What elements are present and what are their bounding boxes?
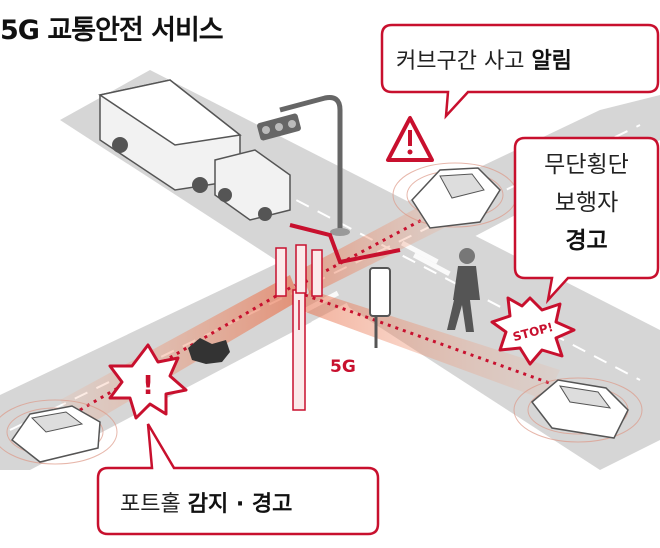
car-bottom-right [513, 377, 643, 443]
traffic-light [257, 95, 350, 236]
warning-burst-icon: ! [108, 343, 188, 420]
callout-jaywalk-line2: 보행자 [554, 190, 619, 216]
callout-jaywalk-line1: 무단횡단 [544, 152, 629, 178]
stop-burst-icon: STOP! [490, 296, 576, 366]
callout-pothole-text: 포트홀 감지 · 경고 [120, 486, 292, 518]
curve-arrow [289, 223, 401, 265]
page-title: 5G 교통안전 서비스 [0, 15, 224, 46]
warning-triangle-icon [386, 116, 434, 162]
car-top-right [392, 162, 518, 229]
car-left [0, 399, 118, 465]
truck-small [214, 149, 291, 221]
callout-curve-strong: 알림 [531, 49, 572, 74]
callout-jaywalk-text: 무단횡단 보행자 경고 [515, 146, 658, 260]
callout-pothole-strong: 감지 · 경고 [187, 492, 293, 517]
tower-label: 5G [330, 357, 356, 377]
callout-pothole-label: 포트홀 [120, 492, 188, 517]
pothole [188, 338, 230, 364]
callout-pothole [96, 423, 380, 536]
pedestrian [447, 248, 480, 332]
callout-jaywalk-strong: 경고 [565, 228, 608, 254]
svg-text:!: ! [142, 371, 154, 401]
street-sign [369, 267, 391, 348]
callout-curve-text: 커브구간 사고 알림 [396, 43, 572, 75]
truck-large [98, 79, 242, 193]
callout-jaywalk [513, 136, 660, 305]
callout-curve [380, 23, 660, 120]
callout-curve-label: 커브구간 사고 [396, 49, 532, 74]
5g-tower [275, 244, 323, 411]
